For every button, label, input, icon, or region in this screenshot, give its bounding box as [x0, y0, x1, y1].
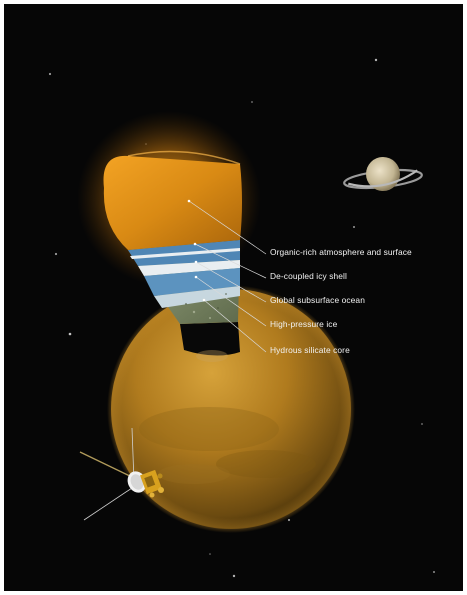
titan-interior-diagram	[48, 58, 435, 578]
label-core: Hydrous silicate core	[270, 345, 350, 355]
leader-ocean	[195, 261, 267, 303]
saturn-planet-icon	[343, 157, 423, 191]
wedge-hp-ice-band	[154, 286, 240, 308]
leader-hp-ice	[195, 276, 267, 327]
label-hp-ice: High-pressure ice	[270, 319, 338, 329]
leader-core	[203, 299, 267, 353]
label-icy-shell: De-coupled icy shell	[270, 271, 347, 281]
titan-moon-icon	[107, 285, 355, 533]
leader-lines	[188, 200, 267, 353]
interior-wedge	[103, 150, 242, 324]
spacecraft-icon	[79, 427, 164, 521]
label-ocean: Global subsurface ocean	[270, 295, 365, 305]
leader-icy-shell	[194, 243, 267, 279]
label-atmosphere: Organic-rich atmosphere and surface	[270, 247, 412, 257]
leader-atmosphere	[188, 200, 267, 255]
wedge-icy-shell-band	[138, 260, 240, 276]
diagram-frame: Organic-rich atmosphere and surface De-c…	[4, 4, 463, 591]
